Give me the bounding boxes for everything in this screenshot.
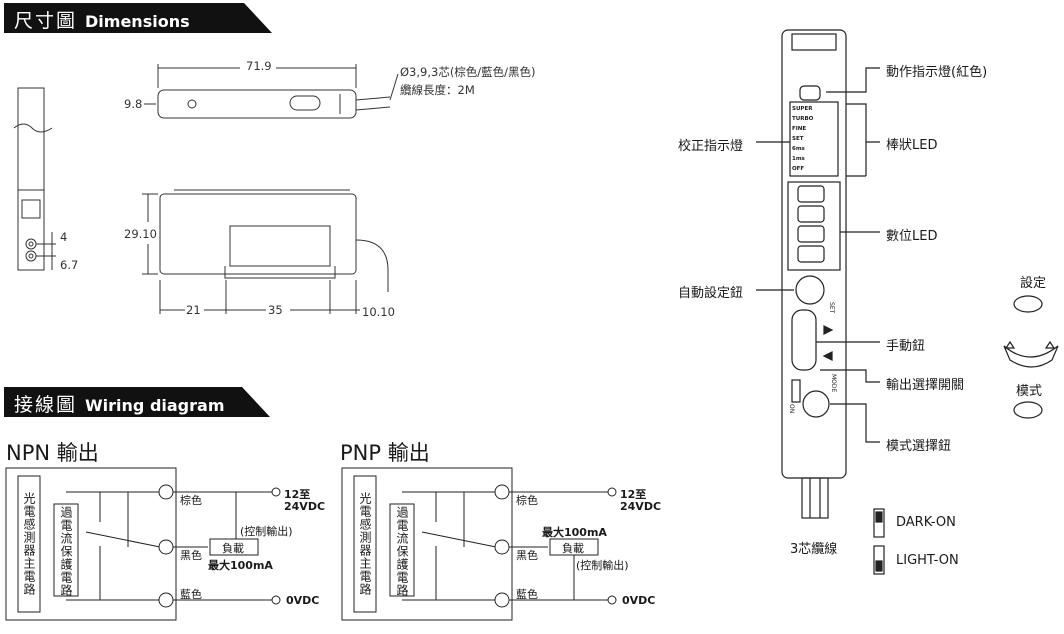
npn-v24: 24VDC: [284, 500, 326, 513]
bar-label-6ms: 6ms: [792, 146, 805, 152]
mode-icon: [1013, 401, 1043, 419]
dimensions-banner: 尺寸圖 Dimensions: [4, 3, 274, 33]
auto-button-label: 自動設定鈕: [678, 286, 744, 301]
section-title-en: Dimensions: [85, 12, 190, 31]
npn-sensor-box: [5, 467, 177, 621]
section-title-en: Wiring diagram: [85, 396, 225, 415]
mode-legend: 模式: [1016, 384, 1043, 399]
light-on-switch: [873, 545, 885, 575]
dark-on-switch: [873, 508, 885, 538]
mode-button-label: 模式選擇鈕: [886, 439, 952, 454]
pnp-blue: 藍色: [516, 588, 538, 601]
dim-10-10: 10.10: [362, 305, 395, 319]
npn-main-circuit: 光電感測器主電路: [22, 492, 36, 596]
npn-overcurrent: 過電流保護電路: [59, 506, 73, 597]
mode-rocker-icon: [1003, 345, 1059, 368]
cable-spec: Ø3,9,3芯(棕色/藍色/黑色): [400, 65, 536, 79]
output-switch-label: 輸出選擇開關: [886, 378, 965, 393]
cable-label: 3芯纜線: [790, 542, 838, 557]
pnp-v0: 0VDC: [622, 594, 656, 607]
pnp-main-circuit: 光電感測器主電路: [358, 492, 372, 596]
pnp-v24: 24VDC: [620, 500, 662, 513]
npn-blue: 藍色: [180, 588, 202, 601]
dim-21: 21: [186, 303, 201, 317]
set-mark: SET: [828, 302, 835, 314]
dim-6-7: 6.7: [60, 258, 79, 272]
bar-label-off: OFF: [792, 166, 805, 172]
auto-set-button: [795, 275, 825, 305]
pnp-sensor-box: [341, 467, 513, 621]
dim-height-top: 9.8: [124, 97, 143, 111]
setting-legend: 設定: [1020, 276, 1047, 291]
npn-title: NPN 輸出: [6, 441, 99, 465]
bar-led-label: 棒狀LED: [886, 138, 938, 153]
dim-height-side: 29.10: [124, 227, 157, 241]
manual-button-label: 手動鈕: [886, 339, 926, 354]
banner-shape: [4, 387, 270, 417]
digital-led-label: 數位LED: [886, 229, 938, 244]
section-title-cjk: 尺寸圖: [14, 10, 78, 32]
output-switch: [791, 379, 801, 403]
npn-control-output: (控制輸出): [240, 525, 293, 538]
setting-icon: [1013, 295, 1043, 313]
npn-load: 負載: [222, 542, 244, 555]
npn-v12: 12至: [284, 488, 311, 501]
pnp-load: 負載: [562, 542, 584, 555]
bar-label-set: SET: [792, 136, 804, 142]
bar-label-turbo: TURBO: [792, 116, 814, 122]
banner-shape: [4, 3, 272, 33]
cable-length: 纜線長度：2M: [400, 83, 475, 97]
pnp-v12: 12至: [620, 488, 647, 501]
wiring-banner: 接線圖 Wiring diagram: [4, 387, 274, 417]
dark-on-label: DARK-ON: [896, 515, 956, 530]
bar-led-labels: SUPER TURBO FINE SET 6ms 1ms OFF: [792, 104, 813, 174]
pnp-title: PNP 輸出: [340, 441, 430, 465]
top-view-body: [157, 89, 357, 119]
bar-led-panel: [789, 101, 839, 177]
action-led: [799, 85, 821, 101]
npn-brown: 棕色: [180, 494, 202, 507]
digital-led-panel: [787, 181, 841, 271]
npn-v0: 0VDC: [286, 594, 320, 607]
pnp-overcurrent: 過電流保護電路: [395, 506, 409, 597]
pnp-black: 黑色: [516, 549, 538, 562]
section-title-cjk: 接線圖: [14, 394, 78, 416]
light-on-label: LIGHT-ON: [896, 553, 959, 568]
pnp-max-current: 最大100mA: [542, 526, 607, 539]
side-view-body: [159, 193, 357, 275]
dim-35: 35: [268, 303, 283, 317]
on-mark: ON: [788, 404, 795, 414]
pnp-brown: 棕色: [516, 494, 538, 507]
bar-label-fine: FINE: [792, 126, 807, 132]
mode-button: [802, 390, 830, 418]
dim-length: 71.9: [246, 59, 272, 73]
action-led-label: 動作指示燈(紅色): [886, 65, 988, 80]
calib-led-label: 校正指示燈: [678, 139, 744, 154]
pnp-control-output: (控制輸出): [576, 559, 629, 572]
manual-button: [791, 309, 817, 371]
dim-4: 4: [60, 230, 68, 244]
npn-max-current: 最大100mA: [208, 559, 273, 572]
bar-label-1ms: 1ms: [792, 156, 805, 162]
bar-label-super: SUPER: [792, 106, 813, 112]
npn-black: 黑色: [180, 549, 202, 562]
mode-mark: MODE: [830, 374, 837, 393]
cross-section-view: [17, 189, 45, 271]
